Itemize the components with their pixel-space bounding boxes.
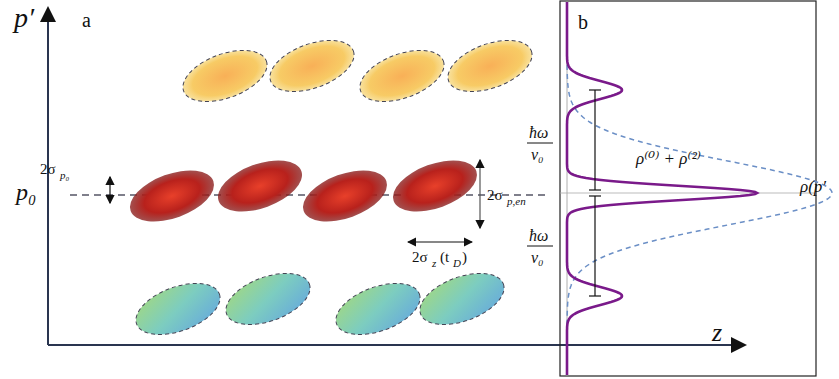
phase-space-ellipse — [386, 150, 484, 221]
spacing-label: ħω — [529, 125, 548, 141]
dimension-arrow — [408, 241, 472, 242]
density-curve — [567, 2, 757, 375]
phase-space-ellipse — [211, 150, 309, 221]
fraction-bar — [527, 246, 553, 247]
spacing-label: v₀ — [531, 250, 544, 266]
phase-space-ellipse — [413, 263, 511, 334]
spacing-bracket — [594, 90, 595, 190]
dimension-subscript: p₀ — [60, 170, 69, 181]
phase-space-ellipse — [176, 40, 274, 111]
dimension-label: 2σ — [487, 188, 503, 203]
panel-label: b — [578, 12, 588, 32]
phase-space-ellipse — [219, 263, 317, 334]
phase-space-ellipse — [329, 273, 427, 344]
phase-space-ellipse — [353, 40, 451, 111]
spacing-label: v₀ — [531, 147, 544, 163]
spacing-bracket — [589, 295, 601, 296]
spacing-bracket — [589, 189, 601, 190]
dimension-label: 2σ — [412, 250, 428, 265]
curve-label: ρ⁽⁰⁾ + ρ⁽²⁾ — [636, 150, 701, 167]
axis — [48, 344, 745, 346]
phase-space-ellipse — [296, 160, 394, 231]
panel-label: a — [82, 10, 91, 30]
dimension-arrow — [109, 177, 110, 203]
axis-label: p₀ — [16, 180, 36, 204]
phase-space-ellipse — [441, 30, 539, 101]
phase-space-ellipse — [129, 273, 227, 344]
phase-space-ellipse — [263, 30, 361, 101]
dimension-label: (t — [440, 250, 449, 265]
axis-label: z — [712, 320, 722, 346]
fraction-bar — [527, 143, 553, 144]
spacing-label: ħω — [529, 228, 548, 244]
spacing-bracket — [589, 195, 601, 196]
spacing-bracket — [589, 89, 601, 90]
dimension-subscript: z — [432, 258, 436, 269]
phase-space-ellipse — [123, 160, 221, 231]
center-line — [560, 193, 816, 194]
density-curve — [567, 2, 832, 375]
dimension-subscript: p,en — [507, 196, 526, 207]
dimension-arrow — [479, 160, 480, 228]
axis-label: p′ — [14, 4, 34, 32]
spacing-bracket — [594, 196, 595, 296]
curve-label: ρ(p′ — [800, 178, 826, 195]
dimension-label: 2σ — [40, 162, 56, 177]
plot-frame — [560, 1, 816, 376]
dimension-label: ) — [462, 250, 467, 265]
dimension-subscript: D — [453, 258, 461, 269]
